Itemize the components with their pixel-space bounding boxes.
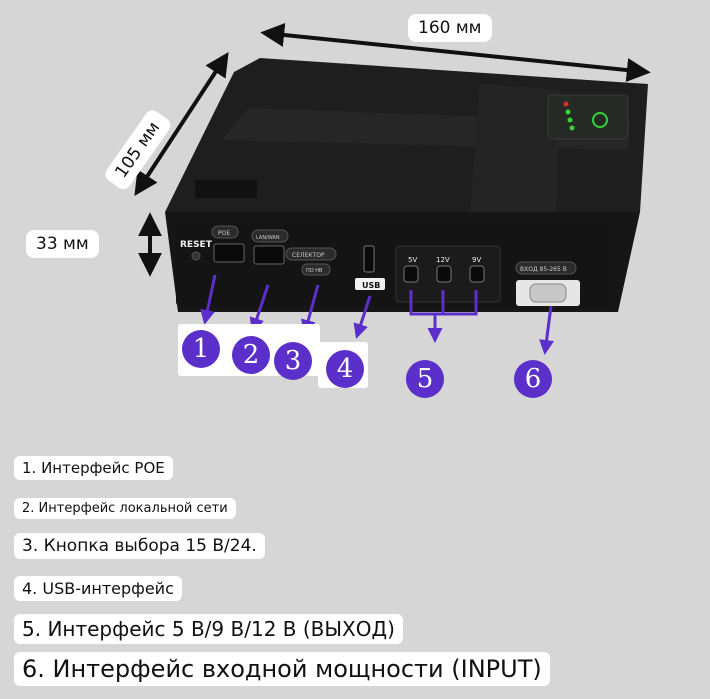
dc-port-9v <box>469 265 485 283</box>
callout-1: 1 <box>182 330 220 368</box>
usb-label: USB <box>362 281 380 290</box>
device-label-patch <box>195 180 257 198</box>
width-label: 160 мм <box>408 14 492 42</box>
legend-item-3: 3. Кнопка выбора 15 В/24. <box>14 533 265 559</box>
out-9v-label: 9V <box>472 256 481 264</box>
lan-label: LAN/WAN <box>256 235 280 241</box>
reset-label: RESET <box>180 240 213 250</box>
input-label-pill <box>515 261 577 275</box>
out-5v-label: 5V <box>408 256 417 264</box>
legend-item-1: 1. Интерфейс POE <box>14 456 173 480</box>
selector-top-label: СЕЛЕКТОР <box>292 252 325 259</box>
poe-label: POE <box>218 230 230 237</box>
width-dimension-line <box>260 23 651 82</box>
callout-arrows <box>200 274 554 355</box>
callout-6: 6 <box>514 360 552 398</box>
callout-4: 4 <box>326 350 364 388</box>
ac-input-socket <box>529 283 567 303</box>
out-12v-label: 12V <box>436 256 450 264</box>
selector-bottom-pill <box>301 263 331 276</box>
lan-port <box>253 245 285 265</box>
dc-port-5v <box>403 265 419 283</box>
input-label: ВХОД 85-265 В <box>520 266 567 273</box>
callout-3: 3 <box>274 342 312 380</box>
led-panel <box>547 94 629 140</box>
callout-2: 2 <box>232 336 270 374</box>
poe-label-pill <box>211 225 239 239</box>
height-label: 33 мм <box>26 230 99 258</box>
usb-port <box>363 245 375 273</box>
power-button-icon <box>592 112 608 128</box>
legend-item-5: 5. Интерфейс 5 В/9 В/12 В (ВЫХОД) <box>14 614 403 644</box>
dc-port-12v <box>436 265 452 283</box>
depth-dimension-line <box>134 51 229 197</box>
poe-port <box>213 243 245 263</box>
legend-item-6: 6. Интерфейс входной мощности (INPUT) <box>14 652 550 686</box>
callout-5: 5 <box>406 360 444 398</box>
device-texture <box>470 84 560 212</box>
lan-label-pill <box>251 229 289 243</box>
legend-item-4: 4. USB-интерфейс <box>14 576 182 601</box>
selector-label-pill <box>285 247 337 261</box>
selector-bottom-label: ПО НВ <box>306 268 323 274</box>
reset-button <box>191 251 201 261</box>
legend-item-2: 2. Интерфейс локальной сети <box>14 498 236 519</box>
usb-label-box <box>355 278 385 290</box>
